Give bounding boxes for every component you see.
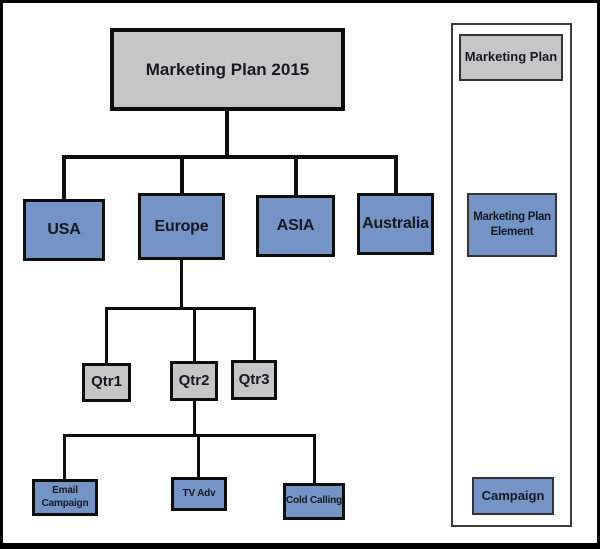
legend-campaign-swatch: Campaign — [472, 477, 554, 515]
legend-marketing-plan-swatch: Marketing Plan — [459, 34, 563, 81]
legend-label: Campaign — [481, 487, 545, 503]
node-marketing-plan-2015: Marketing Plan 2015 — [110, 28, 345, 111]
connector-drop-qtr3 — [253, 307, 256, 360]
node-qtr1: Qtr1 — [82, 363, 131, 402]
connector-drop-australia — [394, 155, 398, 193]
connector-drop-cold-calling — [313, 434, 316, 483]
connector-drop-qtr2 — [193, 307, 196, 361]
node-label: Qtr2 — [178, 371, 210, 389]
node-europe: Europe — [138, 193, 225, 260]
node-label: Email Campaign — [41, 485, 89, 509]
connector-drop-tv-adv — [197, 434, 200, 477]
legend-marketing-plan-element-swatch: Marketing Plan Element — [467, 193, 557, 257]
connector-europe-stem — [180, 260, 183, 310]
connector-drop-usa — [62, 155, 66, 199]
connector-level2-bar — [105, 307, 256, 310]
connector-drop-email-campaign — [63, 434, 66, 479]
node-cold-calling: Cold Calling — [283, 483, 345, 520]
connector-qtr2-stem — [193, 401, 196, 437]
node-asia: ASIA — [256, 195, 335, 257]
legend-label: Marketing Plan Element — [473, 211, 551, 238]
node-label: Europe — [154, 217, 209, 235]
node-label: Marketing Plan 2015 — [145, 59, 310, 79]
node-email-campaign: Email Campaign — [32, 479, 98, 516]
node-label: Qtr1 — [91, 373, 122, 391]
node-qtr2: Qtr2 — [170, 361, 218, 401]
connector-level3-bar — [63, 434, 316, 437]
connector-level1-bar — [62, 155, 398, 159]
node-label: Australia — [362, 215, 429, 232]
connector-root-stem — [225, 111, 229, 159]
node-label: ASIA — [276, 217, 315, 234]
node-usa: USA — [23, 199, 105, 261]
connector-drop-qtr1 — [105, 307, 108, 363]
connector-drop-asia — [294, 155, 298, 195]
node-label: TV Adv — [182, 487, 216, 499]
node-label: Cold Calling — [286, 495, 342, 507]
connector-drop-europe — [180, 155, 184, 193]
node-qtr3: Qtr3 — [231, 360, 277, 400]
node-tv-adv: TV Adv — [171, 477, 227, 511]
legend-panel: Marketing Plan Marketing Plan Element Ca… — [451, 23, 572, 527]
node-label: USA — [47, 221, 81, 238]
legend-label: Marketing Plan — [464, 49, 558, 65]
node-label: Qtr3 — [238, 370, 270, 388]
node-australia: Australia — [357, 193, 434, 255]
